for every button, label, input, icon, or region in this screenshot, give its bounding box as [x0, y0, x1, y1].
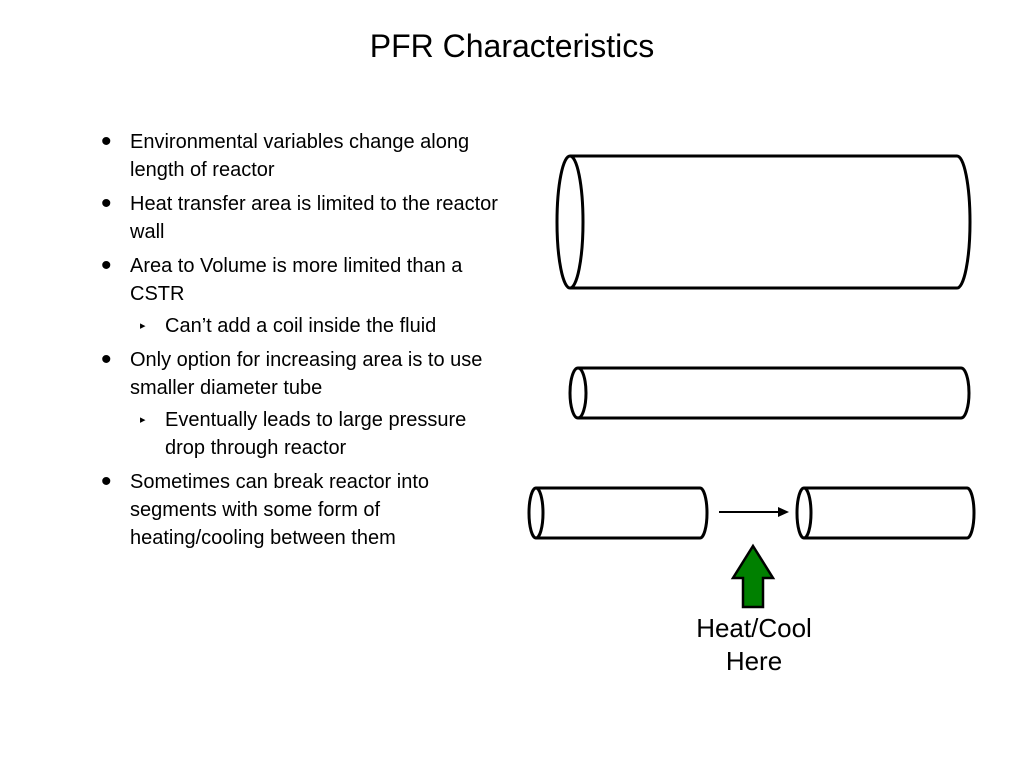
- heat-cool-label-line1: Heat/Cool: [696, 613, 812, 643]
- bullet-dot-icon: •: [101, 187, 112, 220]
- bullet-text: Only option for increasing area is to us…: [130, 349, 483, 399]
- sub-bullet-item: ▸ Eventually leads to large pressure dro…: [130, 406, 500, 462]
- bullet-item: • Area to Volume is more limited than a …: [100, 249, 500, 340]
- bullet-dot-icon: •: [101, 465, 112, 498]
- medium-tube-opening: [568, 366, 588, 420]
- medium-tube: [568, 366, 971, 420]
- bullet-item: • Sometimes can break reactor into segme…: [100, 465, 500, 552]
- segment-tube-left-opening: [527, 486, 545, 540]
- sub-bullet-list: ▸ Eventually leads to large pressure dro…: [130, 406, 500, 462]
- large-tube-opening: [555, 154, 585, 290]
- sub-bullet-text: Eventually leads to large pressure drop …: [165, 409, 467, 459]
- flow-arrow-icon: [719, 507, 789, 517]
- triangle-bullet-icon: ▸: [140, 320, 146, 332]
- bullet-list: • Environmental variables change along l…: [100, 125, 500, 558]
- segment-tube-right: [795, 486, 976, 540]
- heat-cool-arrow-icon: [730, 543, 776, 609]
- slide-title: PFR Characteristics: [369, 28, 655, 64]
- bullet-dot-icon: •: [101, 343, 112, 376]
- sub-bullet-list: ▸ Can’t add a coil inside the fluid: [130, 312, 500, 340]
- medium-tube-body: [578, 366, 971, 420]
- bullet-text: Area to Volume is more limited than a CS…: [130, 255, 463, 305]
- segment-tube-right-opening: [795, 486, 813, 540]
- triangle-bullet-icon: ▸: [140, 414, 146, 426]
- segment-tube-left-body: [536, 486, 709, 540]
- bullet-text: Sometimes can break reactor into segment…: [130, 471, 430, 549]
- bullet-dot-icon: •: [101, 125, 112, 158]
- heat-cool-label: Heat/Cool Here: [674, 612, 834, 678]
- heat-cool-label-line2: Here: [725, 646, 783, 676]
- sub-bullet-item: ▸ Can’t add a coil inside the fluid: [130, 312, 500, 340]
- bullet-dot-icon: •: [101, 249, 112, 282]
- sub-bullet-text: Can’t add a coil inside the fluid: [165, 315, 437, 337]
- bullet-text: Heat transfer area is limited to the rea…: [130, 193, 498, 243]
- bullet-item: • Environmental variables change along l…: [100, 125, 500, 184]
- large-tube-body: [570, 154, 972, 290]
- bullet-text: Environmental variables change along len…: [130, 131, 470, 181]
- segment-tube-left: [527, 486, 709, 540]
- bullet-item: • Only option for increasing area is to …: [100, 343, 500, 462]
- large-tube: [555, 154, 972, 290]
- segment-tube-right-body: [804, 486, 976, 540]
- bullet-item: • Heat transfer area is limited to the r…: [100, 187, 500, 246]
